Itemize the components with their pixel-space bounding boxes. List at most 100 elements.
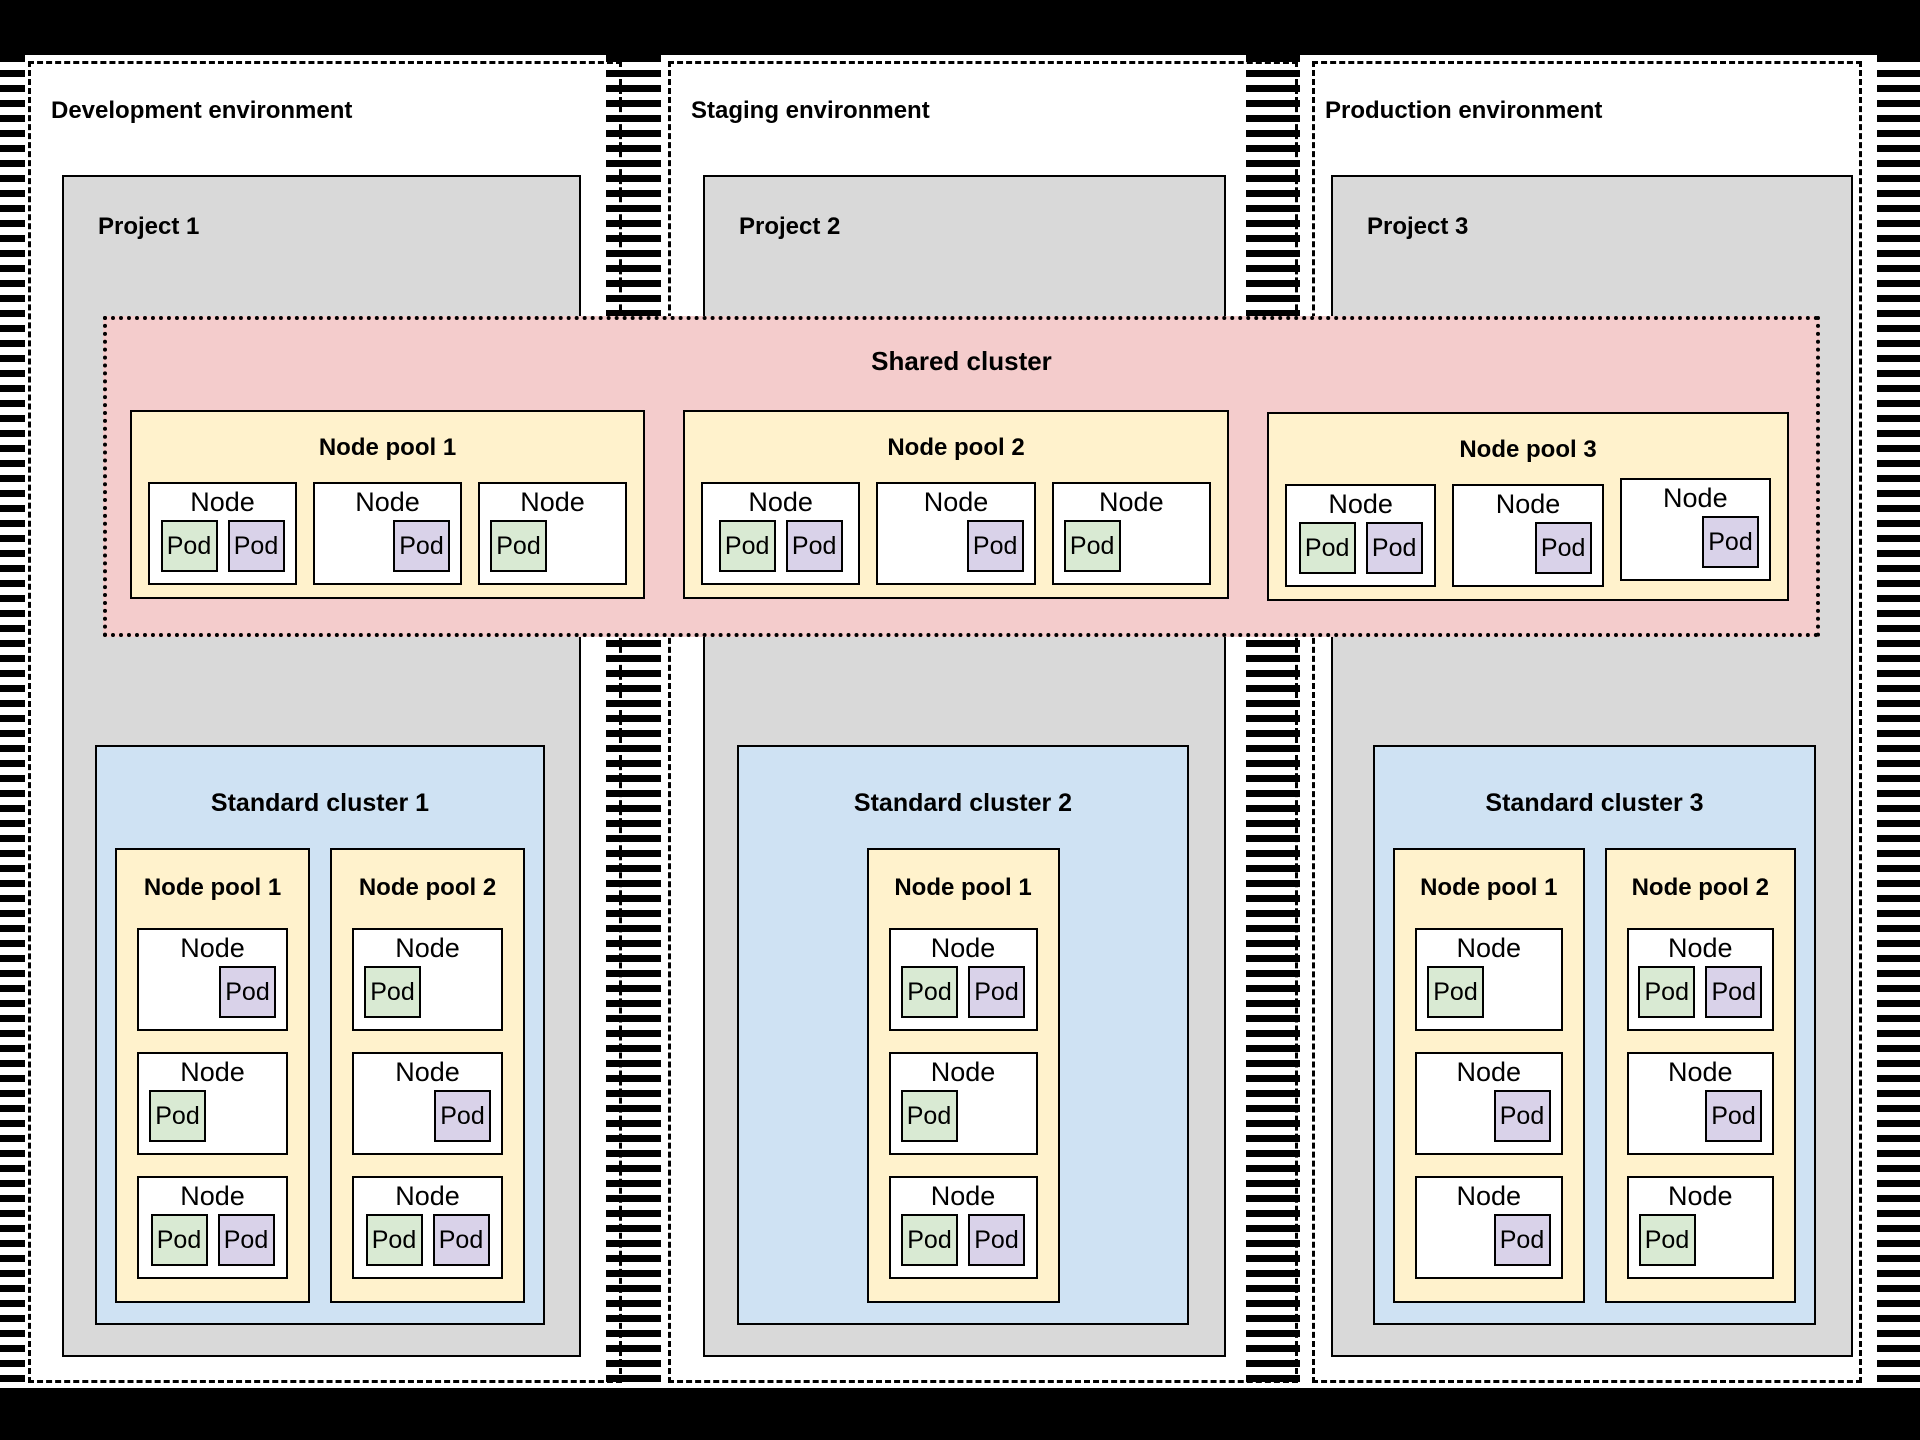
node-label: Node — [180, 933, 245, 963]
pod-box-green: Pod — [160, 520, 218, 572]
pod-box-green: Pod — [1638, 966, 1696, 1018]
hatched-wall-staging-production — [1246, 55, 1300, 1388]
pod-box-purple: Pod — [1493, 1090, 1551, 1142]
pods-row: Pod — [364, 966, 491, 1018]
pod-box-green: Pod — [365, 1214, 423, 1266]
pods-row: Pod — [1427, 1090, 1551, 1142]
node-pool-title: Node pool 1 — [894, 874, 1032, 901]
pod-box-green: Pod — [901, 966, 958, 1018]
node-label: Node — [1663, 483, 1728, 513]
pod-box-purple: Pod — [1705, 1090, 1762, 1142]
pod-box-purple: Pod — [434, 1090, 491, 1142]
standard-cluster-title: Standard cluster 2 — [853, 789, 1073, 817]
node-label: Node — [180, 1057, 245, 1087]
pods-row: Pod — [1063, 520, 1199, 572]
project-title: Project 3 — [1367, 213, 1469, 240]
pods-row: Pod — [1638, 1214, 1763, 1266]
node-label: Node — [1099, 487, 1164, 517]
pods-row: Pod — [490, 520, 615, 572]
pod-box-purple: Pod — [1493, 1214, 1551, 1266]
node-label: Node — [1495, 489, 1561, 519]
pod-box-green: Pod — [364, 966, 421, 1018]
pod-box-purple: Pod — [785, 520, 843, 572]
pod-box-green: Pod — [718, 520, 776, 572]
node-label: Node — [923, 487, 989, 517]
pod-box-purple: Pod — [1365, 522, 1423, 574]
node-label: Node — [520, 487, 585, 517]
pod-box-green: Pod — [1638, 1214, 1696, 1266]
node-label: Node — [395, 1181, 460, 1211]
top-black-band — [0, 0, 1920, 55]
node-label: Node — [1667, 1057, 1733, 1087]
pods-row: Pod — [900, 1090, 1026, 1142]
hatched-wall-left — [0, 55, 25, 1388]
node-label: Node — [190, 487, 255, 517]
pod-box-purple: Pod — [393, 520, 450, 572]
node-label: Node — [930, 1057, 996, 1087]
node-label: Node — [748, 487, 813, 517]
pod-box-purple: Pod — [227, 520, 285, 572]
pods-row: Pod — [364, 1090, 491, 1142]
project-title: Project 2 — [739, 213, 841, 240]
node-label: Node — [1667, 1181, 1733, 1211]
pods-row: Pod — [1427, 966, 1551, 1018]
pod-box-green: Pod — [150, 1214, 208, 1266]
project-box-2: Project 2 Standard cluster 2 Node pool 1 No… — [703, 175, 1226, 1357]
node-label: Node — [1456, 1181, 1522, 1211]
pod-box-green: Pod — [1298, 522, 1356, 574]
node-label: Node — [1456, 1057, 1522, 1087]
pod-box-green: Pod — [901, 1214, 958, 1266]
environment-title: Development environment — [51, 97, 353, 124]
node-pool-title: Node pool 1 — [143, 874, 282, 901]
node-pool-title: Node pool 1 — [1420, 874, 1558, 901]
pod-box-green: Pod — [149, 1090, 206, 1142]
pod-box-purple: Pod — [219, 966, 276, 1018]
pod-box-purple: Pod — [966, 520, 1024, 572]
pod-box-purple: Pod — [1705, 966, 1763, 1018]
pod-box-green: Pod — [490, 520, 547, 572]
pod-box-purple: Pod — [968, 1214, 1025, 1266]
node-label: Node — [930, 933, 996, 963]
node-label: Node — [180, 1181, 245, 1211]
pods-row: Pod — [1464, 522, 1592, 574]
node-label: Node — [1328, 489, 1393, 519]
pods-row: Pod — [1427, 1214, 1551, 1266]
node-pool-title: Node pool 1 — [318, 434, 457, 461]
